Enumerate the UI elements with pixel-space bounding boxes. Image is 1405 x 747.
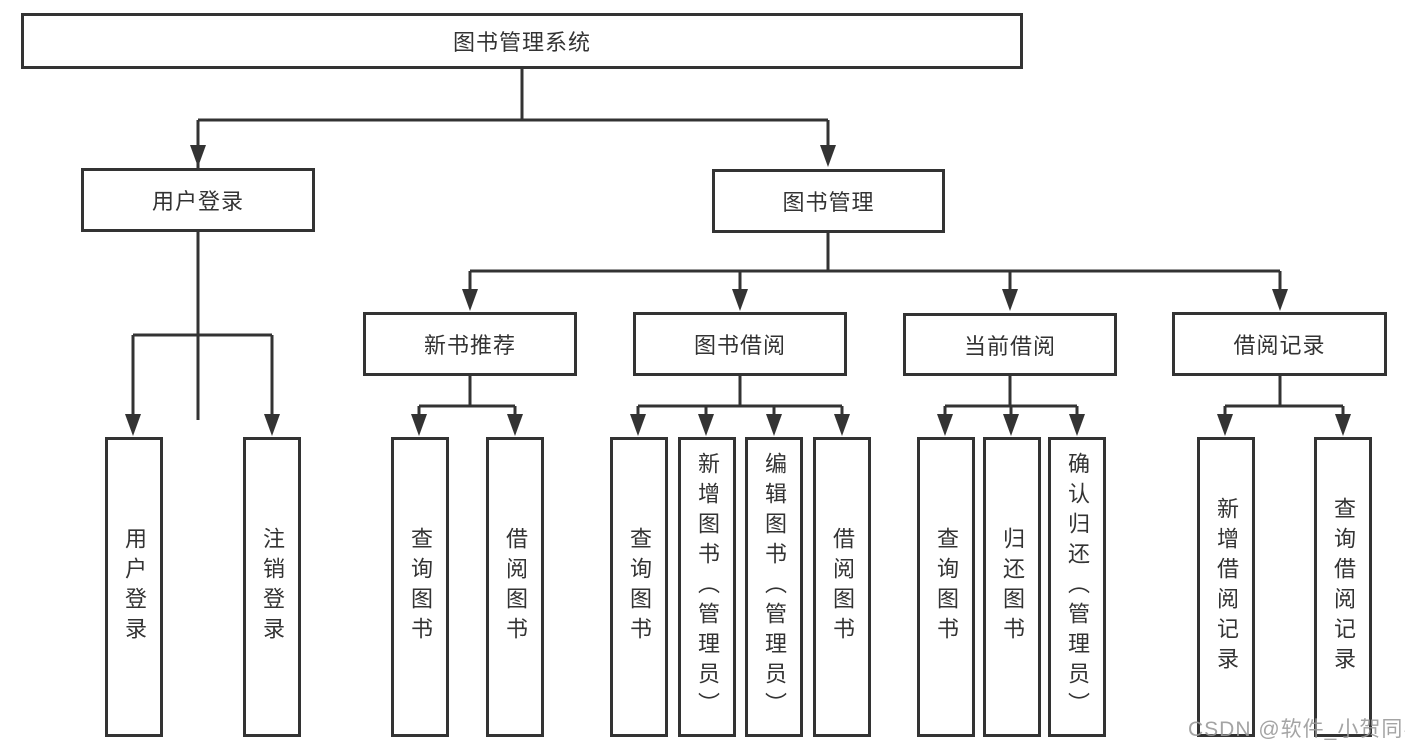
- node-book-mgmt: 图书管理: [712, 169, 945, 233]
- leaf-edit-books-admin: 编辑图书（管理员）: [745, 437, 803, 737]
- connector-root-level2: [196, 69, 830, 420]
- leaf-label: 归还图书: [1000, 527, 1025, 647]
- leaf-query-books-1: 查询图书: [391, 437, 449, 737]
- leaf-label: 查询图书: [408, 527, 433, 647]
- leaf-user-login: 用户登录: [105, 437, 163, 737]
- connector-newbooks-leaves: [417, 376, 517, 416]
- arrowhead: [411, 414, 427, 436]
- node-new-books: 新书推荐: [363, 312, 577, 376]
- connector-currentborrow-leaves: [943, 376, 1079, 416]
- leaf-label: 查询图书: [934, 527, 959, 647]
- node-user-login: 用户登录: [81, 168, 315, 232]
- node-book-mgmt-label: 图书管理: [782, 190, 875, 215]
- leaf-borrow-books-1: 借阅图书: [486, 437, 544, 737]
- leaf-label: 确认归还（管理员）: [1065, 452, 1090, 722]
- arrowhead: [732, 289, 748, 311]
- arrowhead: [820, 145, 836, 167]
- leaf-confirm-return-admin: 确认归还（管理员）: [1048, 437, 1106, 737]
- arrowhead: [1003, 414, 1019, 436]
- leaf-borrow-books-2: 借阅图书: [813, 437, 871, 737]
- arrowhead: [1217, 414, 1233, 436]
- leaf-label: 注销登录: [260, 527, 285, 647]
- connector-bookmgmt-level3: [468, 233, 1282, 292]
- arrowhead: [698, 414, 714, 436]
- leaf-label: 用户登录: [122, 527, 147, 647]
- arrowhead: [1002, 289, 1018, 311]
- leaf-query-borrow-record: 查询借阅记录: [1314, 437, 1372, 737]
- node-current-borrow-label: 当前借阅: [963, 333, 1056, 359]
- arrowhead: [630, 414, 646, 436]
- arrowhead: [1069, 414, 1085, 436]
- arrowhead: [937, 414, 953, 436]
- connector-records-leaves: [1223, 376, 1345, 416]
- leaf-label: 新增借阅记录: [1214, 497, 1239, 677]
- arrowhead: [462, 289, 478, 311]
- arrowhead: [1272, 289, 1288, 311]
- arrowhead: [1335, 414, 1351, 436]
- leaf-label: 编辑图书（管理员）: [762, 452, 787, 722]
- leaf-label: 新增图书（管理员）: [695, 452, 720, 722]
- node-new-books-label: 新书推荐: [423, 333, 516, 358]
- leaf-query-books-2: 查询图书: [610, 437, 668, 737]
- leaf-label: 查询图书: [627, 527, 652, 647]
- connector-userlogin-leaves: [131, 232, 274, 416]
- arrowhead: [507, 414, 523, 436]
- arrowhead: [190, 145, 206, 167]
- arrowhead: [125, 414, 141, 436]
- node-user-login-label: 用户登录: [151, 189, 244, 214]
- leaf-add-books-admin: 新增图书（管理员）: [678, 437, 736, 737]
- node-borrow-records-label: 借阅记录: [1233, 333, 1326, 358]
- leaf-label: 借阅图书: [830, 527, 855, 647]
- connector-bookborrow-leaves: [636, 376, 844, 416]
- leaf-label: 借阅图书: [503, 527, 528, 647]
- node-borrow-records: 借阅记录: [1172, 312, 1387, 376]
- node-root-label: 图书管理系统: [452, 30, 591, 55]
- leaf-return-books: 归还图书: [983, 437, 1041, 737]
- leaf-add-borrow-record: 新增借阅记录: [1197, 437, 1255, 737]
- leaf-label: 查询借阅记录: [1331, 497, 1356, 677]
- leaf-query-books-3: 查询图书: [917, 437, 975, 737]
- arrowhead: [834, 414, 850, 436]
- watermark: CSDN @软件_小贺同学: [1188, 718, 1405, 741]
- node-book-borrow: 图书借阅: [633, 312, 847, 376]
- arrowhead: [766, 414, 782, 436]
- arrowhead: [264, 414, 280, 436]
- leaf-logout: 注销登录: [243, 437, 301, 737]
- node-current-borrow: 当前借阅: [903, 313, 1117, 376]
- node-book-borrow-label: 图书借阅: [693, 333, 786, 358]
- node-root: 图书管理系统: [21, 13, 1023, 69]
